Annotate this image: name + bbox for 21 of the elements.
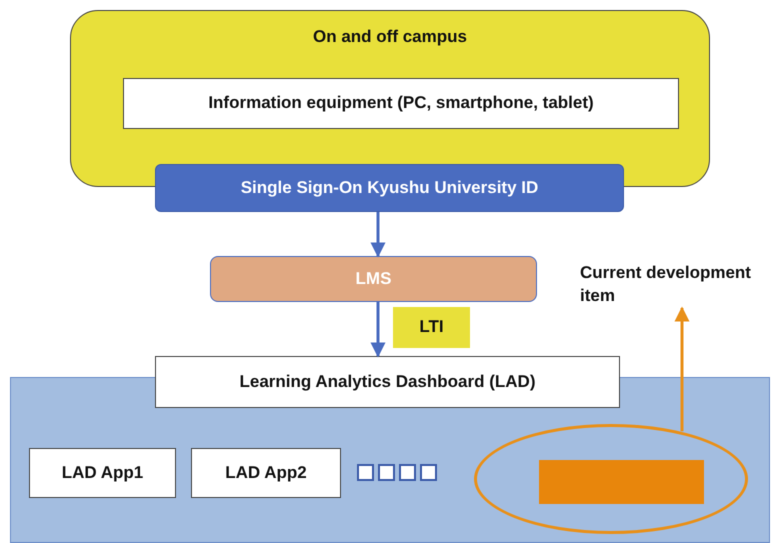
node-label: Information equipment (PC, smartphone, tablet) <box>208 93 594 114</box>
arrow <box>674 306 690 432</box>
dashboard-box <box>155 356 620 408</box>
region-title: On and off campus <box>313 27 467 48</box>
node-label: LAD App1 <box>62 462 144 484</box>
device-box <box>123 78 679 129</box>
node-label: Single Sign-On Kyushu University ID <box>240 178 538 198</box>
node-label: Current development item <box>580 262 752 307</box>
arrow <box>370 212 386 258</box>
protocol-tag <box>393 307 470 348</box>
tool-box <box>539 460 704 504</box>
highlight-ellipse <box>474 424 748 534</box>
node-label: LMS <box>356 268 392 290</box>
node-label: Learning Analytics Dashboard (LAD) <box>240 372 536 392</box>
node-label: LTI <box>419 317 444 338</box>
arrow <box>370 302 386 358</box>
platform-box <box>210 256 537 302</box>
app-box <box>191 448 341 498</box>
app-box <box>29 448 176 498</box>
node-label: LAD App2 <box>225 462 307 484</box>
sign-on-bar <box>155 164 624 212</box>
